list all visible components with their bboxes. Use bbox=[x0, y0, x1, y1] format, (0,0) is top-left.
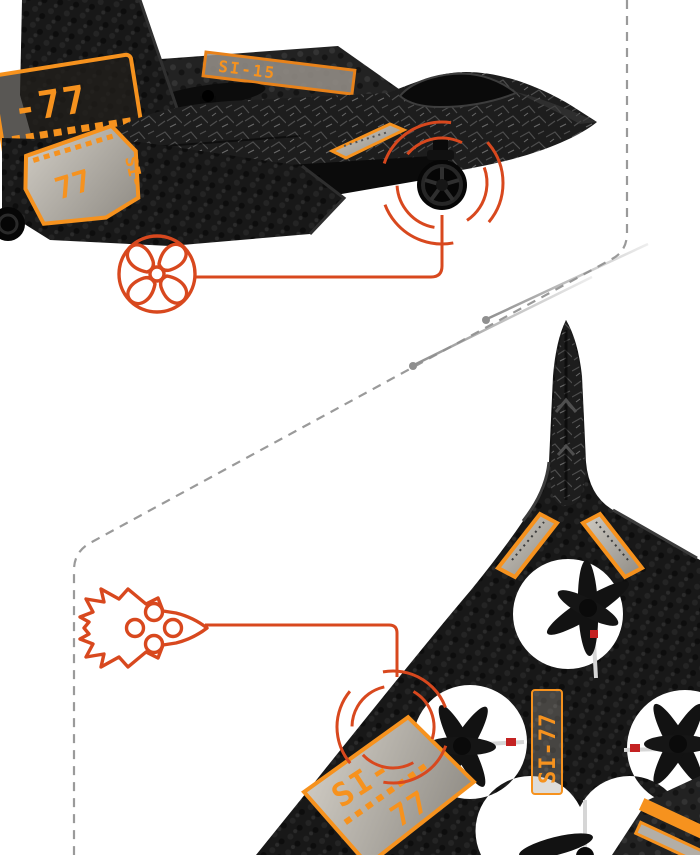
decal-backing bbox=[494, 511, 561, 580]
decal-backing bbox=[579, 511, 646, 580]
callout-connector-line bbox=[196, 215, 444, 279]
left-canard-decal bbox=[494, 511, 561, 580]
decal-backing bbox=[531, 689, 563, 795]
callout-ring-inner bbox=[350, 684, 436, 770]
gear-fork bbox=[427, 150, 454, 160]
center-body-decal: SI-77 bbox=[531, 689, 563, 795]
leader-line-lower bbox=[415, 275, 593, 366]
icon-port-circles bbox=[124, 601, 184, 655]
cockpit-canopy bbox=[398, 72, 518, 109]
bottom-callout bbox=[78, 587, 451, 785]
nose-decal bbox=[328, 122, 408, 160]
red-collar bbox=[630, 744, 640, 752]
wheel-hub bbox=[436, 179, 448, 191]
leader-dot-upper bbox=[482, 316, 490, 324]
far-wing-decal: SI-15 bbox=[201, 50, 357, 96]
nose-highlight bbox=[516, 92, 597, 124]
decal-backing bbox=[23, 123, 141, 226]
propeller-icon bbox=[117, 234, 197, 314]
propeller-hub bbox=[579, 599, 597, 617]
near-wing: 77 SI- bbox=[2, 123, 347, 246]
leading-edge-lines bbox=[521, 461, 698, 560]
red-collar bbox=[506, 738, 516, 746]
orange-stripe bbox=[638, 798, 700, 842]
rear-rotor bbox=[519, 800, 594, 855]
drone-airframe bbox=[256, 320, 700, 855]
icon-jet-outline bbox=[78, 587, 209, 669]
decal-hatch-marks bbox=[11, 117, 132, 144]
decal-backing bbox=[201, 50, 357, 96]
front-landing-gear bbox=[417, 138, 467, 210]
propeller-hub bbox=[453, 737, 471, 755]
propeller-hub bbox=[202, 90, 214, 102]
right-canard-decal bbox=[579, 511, 646, 580]
top-callout bbox=[117, 120, 505, 314]
decal-hatch-marks bbox=[343, 761, 431, 825]
near-wing-decal: 77 SI- bbox=[23, 123, 147, 226]
decal-dots bbox=[343, 131, 389, 147]
wheel-rim bbox=[421, 164, 463, 206]
callout-ring-outer bbox=[379, 120, 505, 246]
icon-ring bbox=[117, 234, 197, 314]
right-wing-decal-fragment bbox=[612, 776, 700, 855]
near-wing-edge bbox=[301, 164, 347, 236]
propeller-hub bbox=[669, 735, 687, 753]
nose-chevrons bbox=[554, 397, 578, 456]
front-rotor bbox=[546, 560, 630, 679]
icon-blades bbox=[125, 242, 189, 306]
propeller-hub bbox=[576, 847, 594, 855]
nose-cone bbox=[550, 320, 585, 506]
leader-dot-lower bbox=[409, 362, 417, 370]
divider-lines bbox=[72, 0, 649, 855]
grey-stripe bbox=[633, 820, 700, 855]
decal-backing bbox=[328, 122, 408, 160]
product-photo-top-view: SI-77 SI- 77 bbox=[256, 320, 700, 855]
callout-ring-outer bbox=[335, 669, 451, 785]
fighter-jet-icon bbox=[78, 587, 209, 669]
icon-hub bbox=[148, 265, 166, 283]
rear-landing-gear bbox=[0, 207, 25, 241]
propeller bbox=[644, 703, 700, 785]
dashed-divider-line bbox=[72, 0, 629, 855]
decal-dots bbox=[595, 521, 629, 561]
decal-text-center: SI-77 bbox=[536, 713, 561, 784]
red-collar bbox=[590, 630, 598, 638]
leader-line-upper bbox=[488, 242, 649, 320]
decal-dots bbox=[511, 521, 545, 561]
callout-connector-line bbox=[205, 623, 399, 677]
decal-hatch-marks bbox=[32, 132, 117, 163]
callout-ring-inner bbox=[395, 136, 489, 230]
propeller-blade bbox=[519, 833, 593, 855]
product-photo-side-view: SI-15 -77 bbox=[0, 0, 597, 246]
right-rotor bbox=[623, 703, 700, 785]
rear-wheel-rim bbox=[0, 213, 19, 235]
